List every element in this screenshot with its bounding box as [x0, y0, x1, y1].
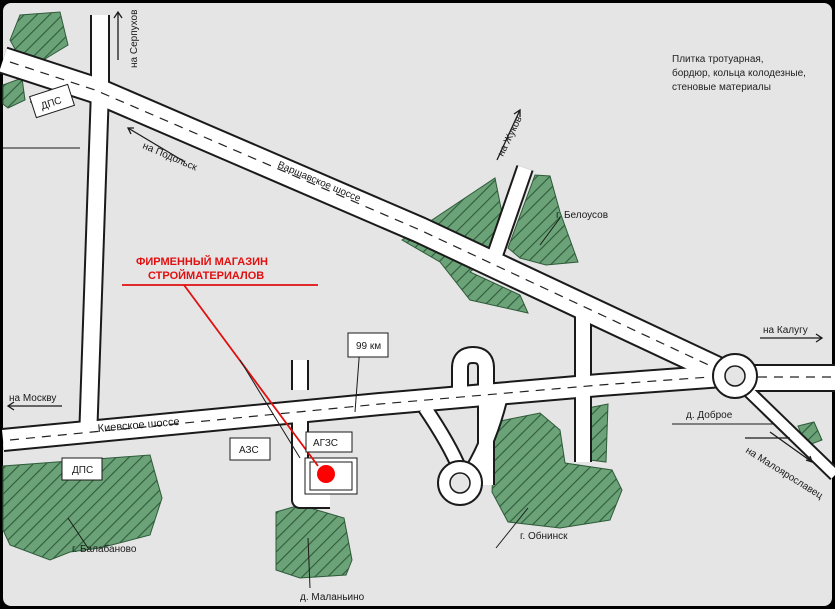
roundabouts	[437, 353, 758, 506]
label-dobroe: д. Доброе	[686, 409, 733, 421]
store-title-line1: ФИРМЕННЫЙ МАГАЗИН	[136, 255, 268, 268]
products-note-line3: стеновые материалы	[672, 82, 771, 93]
label-dps-south: ДПС	[72, 465, 93, 476]
label-serpukhov: на Серпухов	[129, 10, 140, 68]
products-note-line1: Плитка тротуарная,	[672, 54, 764, 65]
label-obninsk: г. Обнинск	[520, 530, 568, 542]
label-kaluga: на Калугу	[763, 325, 808, 336]
center-lines	[9, 61, 835, 441]
forests	[2, 11, 823, 579]
products-note-line2: бордюр, кольца колодезные,	[672, 67, 806, 79]
label-belousov: г. Белоусов	[556, 210, 608, 221]
arrow-direction-icon	[6, 10, 824, 464]
label-malanyino: д. Маланьино	[300, 592, 365, 603]
store-pointer-line	[183, 284, 319, 467]
label-azs: АЗС	[239, 445, 259, 456]
store-location-icon[interactable]	[317, 465, 335, 483]
label-balabanovo: г. Балабаново	[72, 543, 137, 555]
forest-balabanovo	[2, 454, 163, 561]
label-km: 99 км	[356, 341, 381, 352]
forest-belousov-right	[507, 174, 579, 266]
forest-obninsk	[491, 412, 623, 529]
store-title-line2: СТРОЙМАТЕРИАЛОВ	[148, 269, 264, 282]
label-moscow: на Москву	[9, 393, 56, 404]
marker-boxes	[28, 83, 389, 481]
label-agzs: АГЗС	[313, 438, 338, 449]
